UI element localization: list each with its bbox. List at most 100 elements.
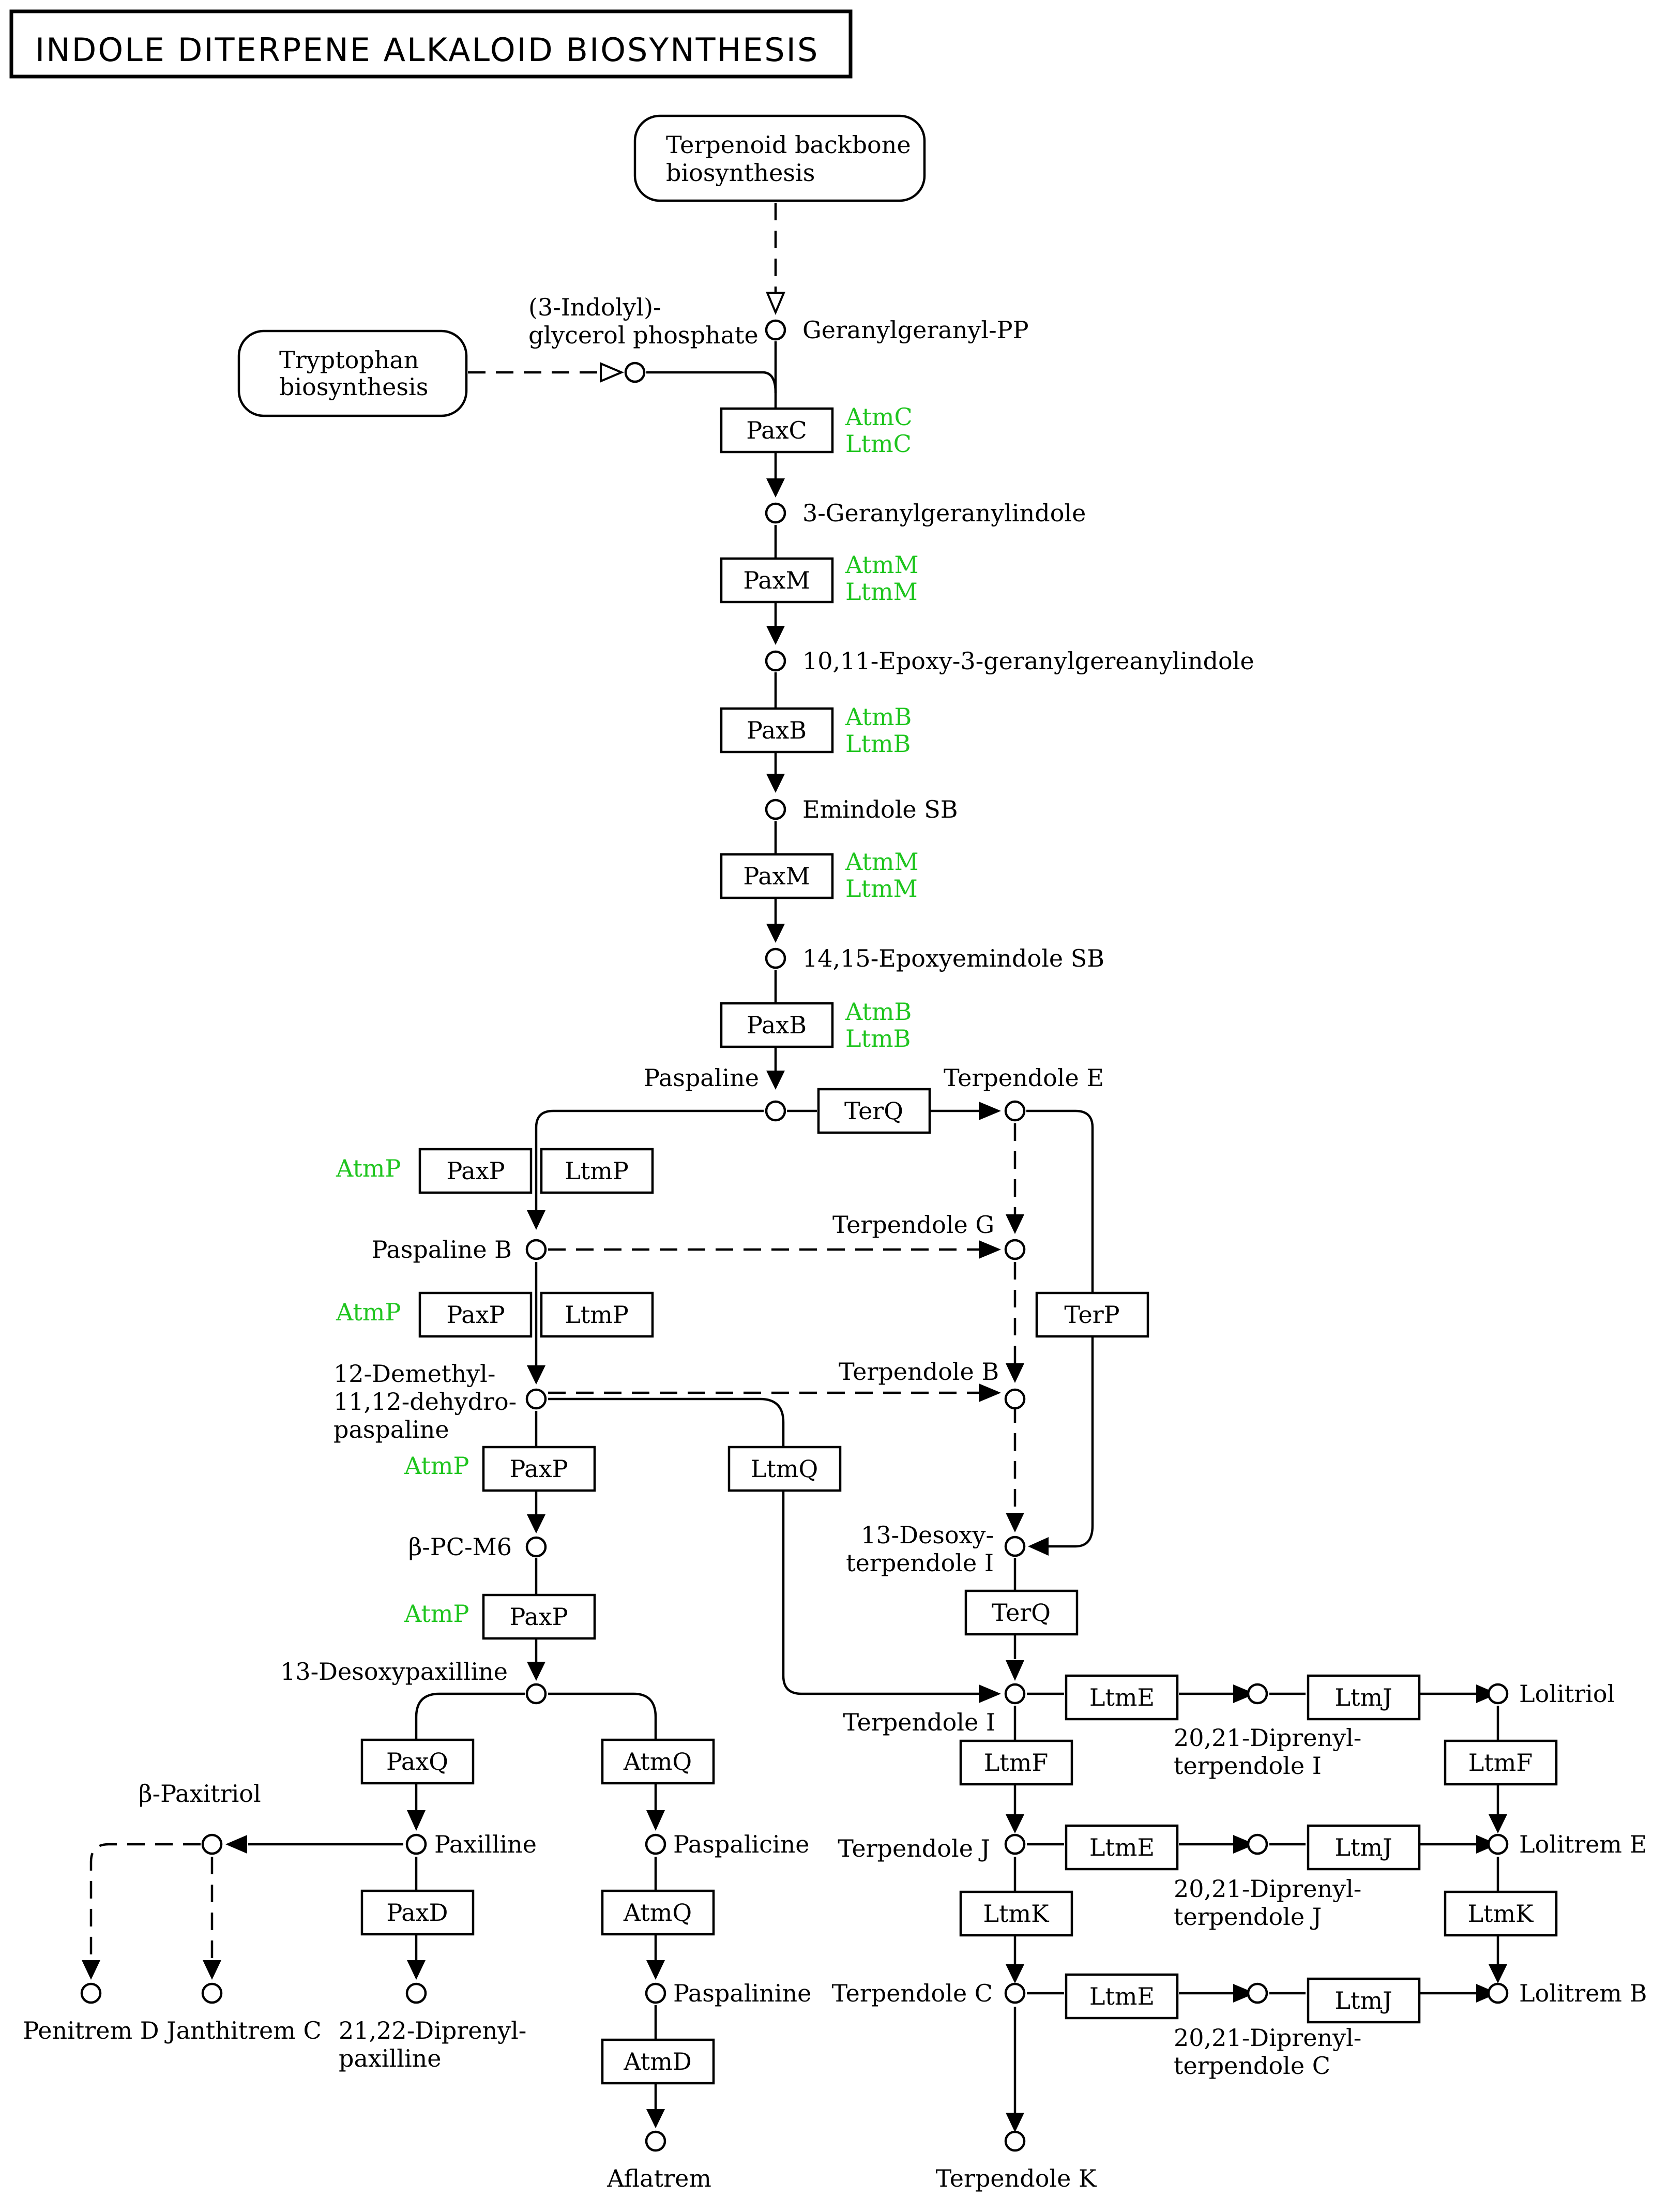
pathway-title-text: INDOLE DITERPENE ALKALOID BIOSYNTHESIS: [35, 31, 819, 69]
enzyme-ltme-3[interactable]: LtmE: [1065, 1973, 1179, 2020]
enzyme-paxd[interactable]: PaxD: [360, 1889, 475, 1936]
enzyme-atmq-1[interactable]: AtmQ: [601, 1738, 715, 1785]
node-geranylgeranyl-pp[interactable]: [765, 319, 786, 341]
node-lolitriol[interactable]: [1487, 1683, 1509, 1705]
node-paspaline[interactable]: [765, 1100, 786, 1122]
enzyme-paxp-3[interactable]: PaxP: [482, 1446, 596, 1492]
enzyme-terq-2[interactable]: TerQ: [964, 1589, 1079, 1636]
node-terpendole-j[interactable]: [1004, 1833, 1026, 1855]
node-beta-pc-m6[interactable]: [525, 1536, 547, 1558]
node-geranylgeranylindole[interactable]: [765, 502, 786, 524]
enzyme-paxm-1[interactable]: PaxM: [720, 557, 834, 604]
node-demethyl-paspaline[interactable]: [525, 1388, 547, 1410]
svg-text:Paspaline B: Paspaline B: [372, 1236, 512, 1263]
enzyme-terp[interactable]: TerP: [1035, 1291, 1149, 1338]
svg-text:PaxP: PaxP: [509, 1603, 568, 1631]
node-beta-paxitriol[interactable]: [201, 1833, 223, 1855]
svg-text:Paspalinine: Paspalinine: [673, 1979, 811, 2007]
enzyme-ltmq[interactable]: LtmQ: [727, 1446, 842, 1492]
enzyme-ltmk-1[interactable]: LtmK: [959, 1890, 1073, 1937]
svg-text:AtmP: AtmP: [404, 1452, 469, 1480]
node-aflatrem[interactable]: [645, 2130, 666, 2152]
enzyme-ltmf-2[interactable]: LtmF: [1444, 1739, 1558, 1786]
svg-text:LtmK: LtmK: [983, 1900, 1050, 1928]
svg-text:AtmP: AtmP: [336, 1298, 401, 1326]
node-paspalinine[interactable]: [645, 1982, 666, 2004]
map-tryptophan[interactable]: Tryptophan biosynthesis: [237, 329, 468, 417]
node-desoxypaxilline[interactable]: [525, 1683, 547, 1705]
node-indolyl-glycerol-phosphate[interactable]: [624, 362, 646, 383]
enzyme-ltmk-2[interactable]: LtmK: [1444, 1890, 1558, 1937]
enzyme-ltmf-1[interactable]: LtmF: [959, 1739, 1073, 1786]
node-lolitrem-e[interactable]: [1487, 1833, 1509, 1855]
enzyme-ltmp-2[interactable]: LtmP: [540, 1291, 654, 1338]
svg-text:Paspaline: Paspaline: [644, 1064, 759, 1092]
enzyme-paxc[interactable]: PaxC: [720, 407, 834, 454]
node-diprenyl-terpendole-j[interactable]: [1247, 1833, 1268, 1855]
node-diprenyl-terpendole-c[interactable]: [1247, 1982, 1268, 2004]
svg-text:LtmE: LtmE: [1089, 1982, 1155, 2010]
pathway-title: INDOLE DITERPENE ALKALOID BIOSYNTHESIS: [9, 9, 853, 79]
enzyme-ltmj-3[interactable]: LtmJ: [1307, 1977, 1421, 2024]
svg-text:LtmF: LtmF: [1468, 1749, 1533, 1777]
node-penitrem-d[interactable]: [80, 1982, 102, 2004]
svg-text:PaxP: PaxP: [446, 1157, 505, 1185]
svg-text:AtmQ: AtmQ: [623, 1899, 692, 1927]
node-diprenyl-paxilline[interactable]: [405, 1982, 427, 2004]
node-terpendole-c[interactable]: [1004, 1982, 1026, 2004]
enzyme-paxb-2[interactable]: PaxB: [720, 1002, 834, 1048]
node-terpendole-e[interactable]: [1004, 1100, 1026, 1122]
enzyme-paxp-2[interactable]: PaxP: [418, 1291, 533, 1338]
enzyme-ltme-1[interactable]: LtmE: [1065, 1674, 1179, 1721]
svg-text:Terpendole C: Terpendole C: [831, 1979, 993, 2007]
svg-text:Lolitrem E: Lolitrem E: [1519, 1830, 1647, 1858]
svg-text:Terpenoid backbone: Terpenoid backbone: [666, 131, 911, 159]
node-diprenyl-terpendole-i[interactable]: [1247, 1683, 1268, 1705]
svg-text:LtmP: LtmP: [565, 1301, 629, 1329]
enzyme-atmq-2[interactable]: AtmQ: [601, 1889, 715, 1936]
enzyme-ltmj-2[interactable]: LtmJ: [1307, 1824, 1421, 1871]
svg-text:13-Desoxy-: 13-Desoxy-: [861, 1521, 994, 1549]
node-epoxy-geranylgeranylindole[interactable]: [765, 650, 786, 672]
svg-text:terpendole I: terpendole I: [846, 1549, 994, 1577]
svg-text:Terpendole B: Terpendole B: [839, 1358, 999, 1386]
node-emindole-sb[interactable]: [765, 799, 786, 820]
svg-text:LtmQ: LtmQ: [751, 1455, 818, 1483]
node-lolitrem-b[interactable]: [1487, 1982, 1509, 2004]
node-janthitrem-c[interactable]: [201, 1982, 223, 2004]
enzyme-terq-1[interactable]: TerQ: [817, 1088, 931, 1134]
node-terpendole-g[interactable]: [1004, 1239, 1026, 1260]
svg-text:21,22-Diprenyl-: 21,22-Diprenyl-: [339, 2017, 526, 2044]
node-terpendole-i[interactable]: [1004, 1683, 1026, 1705]
enzyme-paxb-1[interactable]: PaxB: [720, 707, 834, 754]
compound-labels: (3-Indolyl)- glycerol phosphate Geranylg…: [23, 293, 1647, 2192]
node-paxilline[interactable]: [405, 1833, 427, 1855]
enzyme-ltmp-1[interactable]: LtmP: [540, 1148, 654, 1194]
svg-text:Tryptophan: Tryptophan: [279, 346, 419, 374]
enzyme-paxm-2[interactable]: PaxM: [720, 853, 834, 899]
svg-text:AtmQ: AtmQ: [623, 1748, 692, 1775]
open-arrow-down: [765, 292, 786, 315]
enzyme-paxq[interactable]: PaxQ: [360, 1738, 475, 1785]
enzyme-ltmj-1[interactable]: LtmJ: [1307, 1674, 1421, 1721]
svg-text:LtmM: LtmM: [845, 875, 918, 902]
node-terpendole-b[interactable]: [1004, 1388, 1026, 1410]
map-terpenoid-backbone[interactable]: Terpenoid backbone biosynthesis: [633, 114, 926, 202]
enzyme-paxp-4[interactable]: PaxP: [482, 1593, 596, 1640]
enzyme-paxp-1[interactable]: PaxP: [418, 1148, 533, 1194]
svg-text:PaxQ: PaxQ: [386, 1748, 448, 1775]
enzyme-ltme-2[interactable]: LtmE: [1065, 1824, 1179, 1871]
svg-text:PaxM: PaxM: [743, 566, 810, 594]
node-epoxyemindole-sb[interactable]: [765, 947, 786, 969]
svg-text:11,12-dehydro-: 11,12-dehydro-: [333, 1388, 517, 1416]
node-paspalicine[interactable]: [645, 1833, 666, 1855]
node-paspaline-b[interactable]: [525, 1239, 547, 1260]
node-terpendole-k[interactable]: [1004, 2130, 1026, 2152]
svg-text:LtmJ: LtmJ: [1334, 1987, 1392, 2014]
enzyme-atmd[interactable]: AtmD: [601, 2038, 715, 2085]
enzyme-boxes: PaxC PaxM PaxB PaxM PaxB TerQ PaxP LtmP …: [360, 407, 1558, 2085]
node-desoxy-terpendole-i[interactable]: [1004, 1536, 1026, 1557]
svg-text:AtmC: AtmC: [845, 403, 913, 431]
svg-text:AtmP: AtmP: [404, 1600, 469, 1628]
